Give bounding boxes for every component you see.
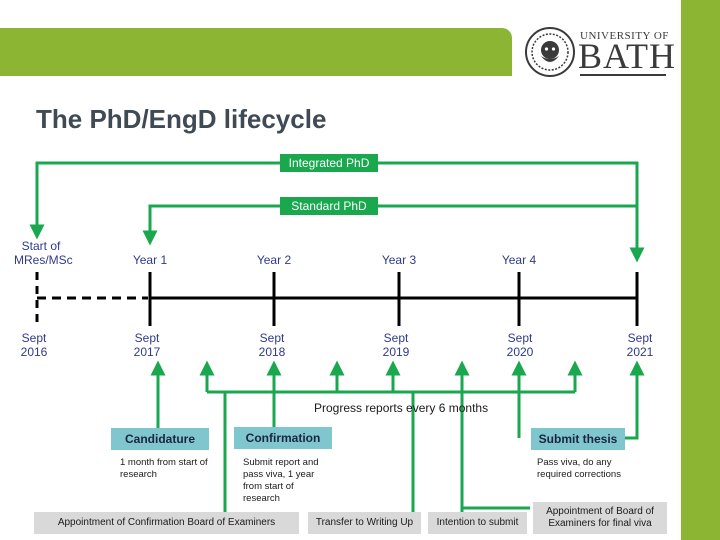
year-label: Year 4 bbox=[501, 253, 537, 267]
writing-up-box: Transfer to Writing Up bbox=[308, 512, 421, 534]
integrated-phd-label: Integrated PhD bbox=[280, 154, 378, 172]
final-board-box: Appointment of Board of Examiners for fi… bbox=[533, 502, 667, 534]
year-label: Year 1 bbox=[132, 253, 168, 267]
logo-university-of: UNIVERSITY OF bbox=[580, 30, 669, 42]
confirmation-board-box: Appointment of Confirmation Board of Exa… bbox=[34, 512, 299, 534]
logo-bath: BATH bbox=[578, 36, 677, 76]
milestone-note: Pass viva, do any required corrections bbox=[537, 457, 621, 480]
progress-reports-label: Progress reports every 6 months bbox=[314, 401, 489, 415]
header-green-band bbox=[0, 28, 512, 76]
standard-route-line bbox=[142, 204, 637, 246]
year-label: Year 3 bbox=[381, 253, 417, 267]
milestone-submit-thesis: Submit thesis bbox=[531, 428, 625, 450]
milestone-confirmation: Confirmation bbox=[234, 427, 332, 449]
intention-to-submit-box: Intention to submit bbox=[428, 512, 527, 534]
page-title: The PhD/EngD lifecycle bbox=[36, 104, 327, 134]
milestone-candidature: Candidature bbox=[111, 428, 209, 450]
writing-up-arrow bbox=[385, 360, 415, 512]
year-label: Year 2 bbox=[256, 253, 292, 267]
university-crest-icon bbox=[525, 27, 575, 77]
start-label: Start of MRes/MSc bbox=[14, 239, 73, 267]
logo-underline bbox=[580, 74, 666, 76]
milestone-note: Submit report and pass viva, 1 year from… bbox=[243, 457, 319, 504]
milestone-note: 1 month from start of research bbox=[120, 457, 208, 480]
right-green-bar bbox=[681, 0, 720, 540]
standard-phd-label: Standard PhD bbox=[280, 197, 378, 215]
